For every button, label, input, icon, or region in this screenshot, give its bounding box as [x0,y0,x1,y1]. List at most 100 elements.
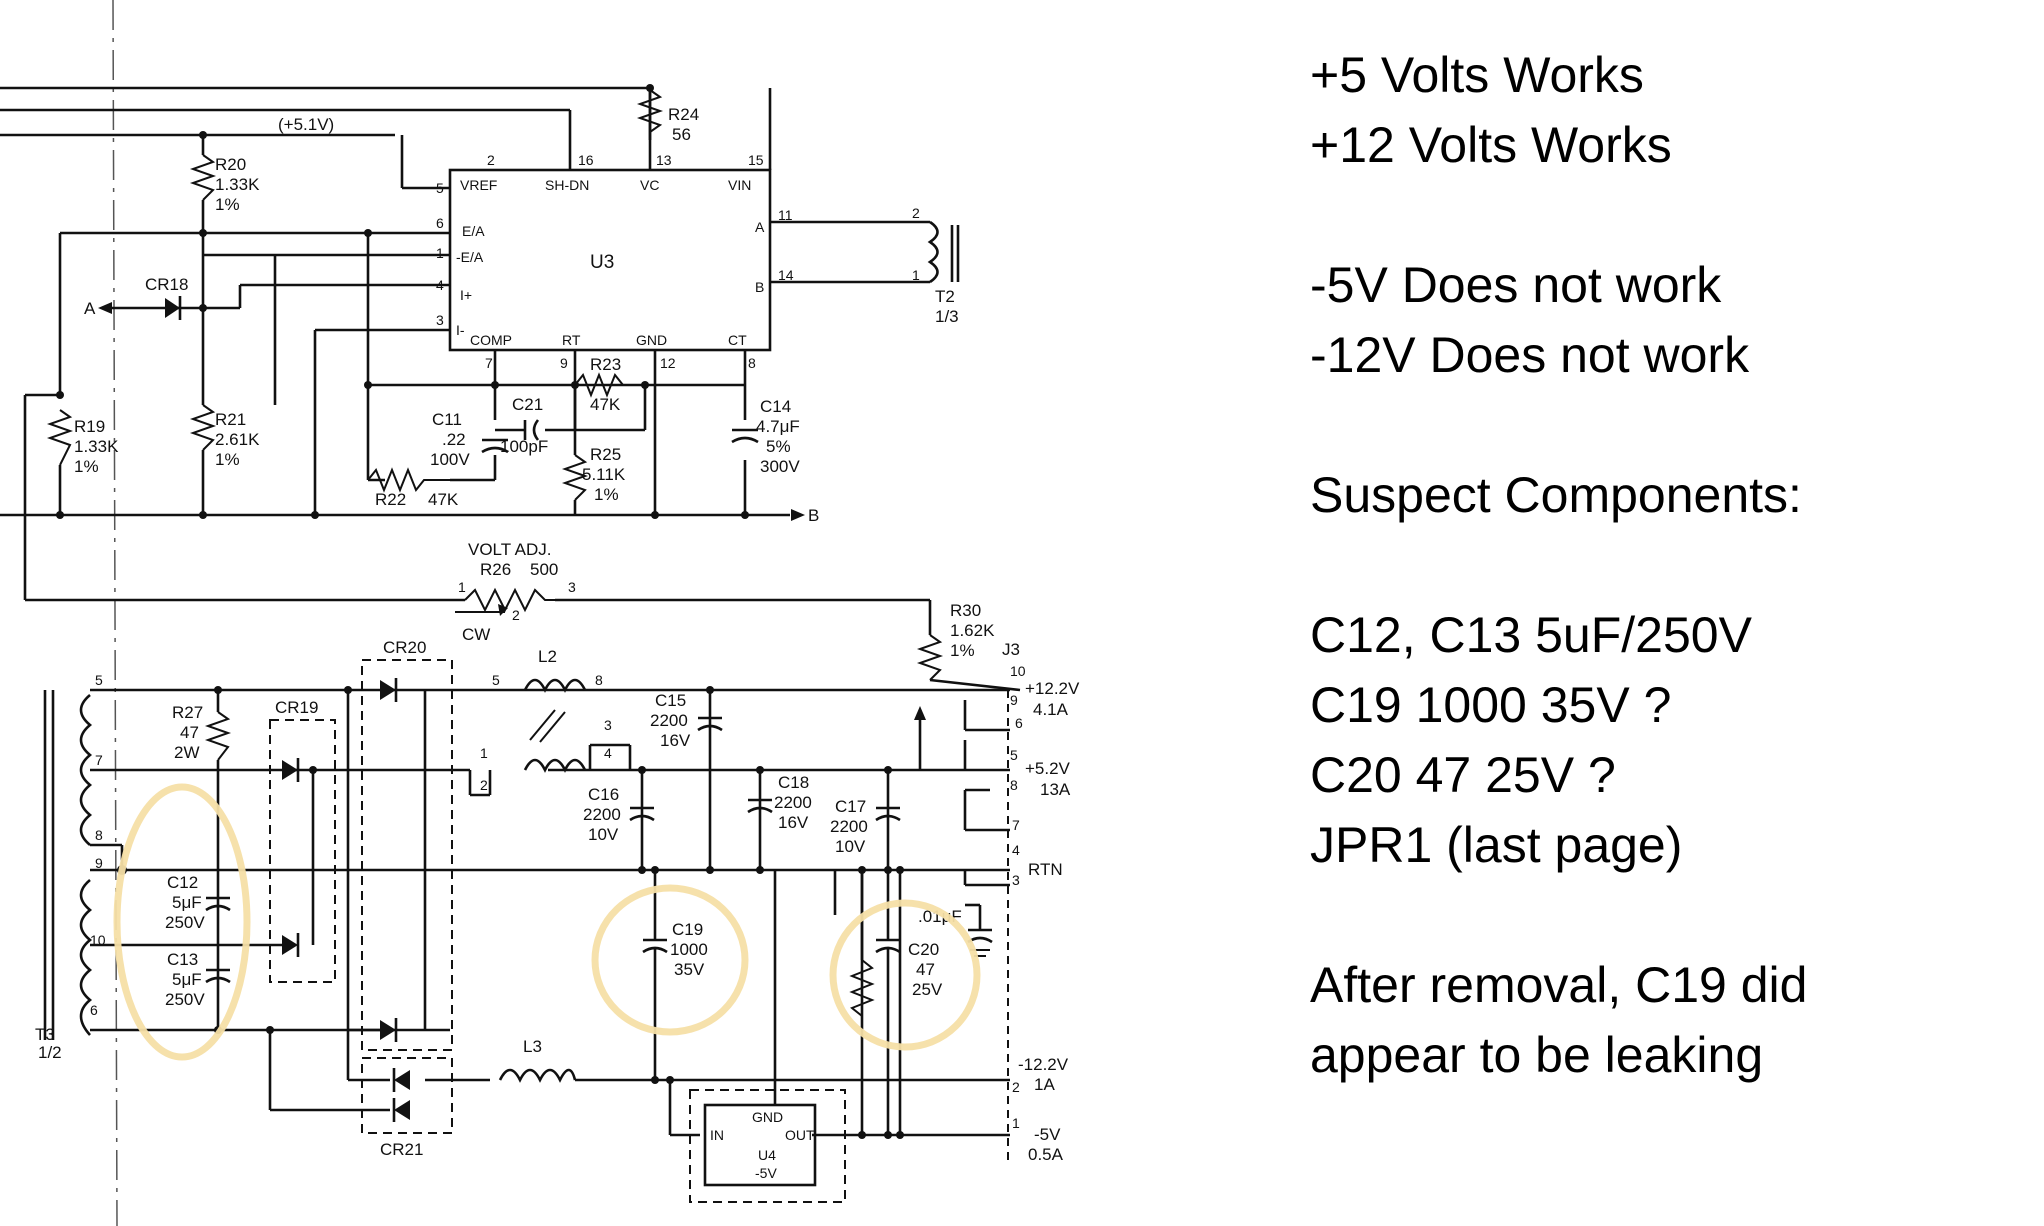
svg-text:R24: R24 [668,105,699,124]
l2-inductor: L2 5 8 1 2 3 4 [480,647,612,793]
svg-text:C19: C19 [672,920,703,939]
svg-text:C18: C18 [778,773,809,792]
r19-resistor: R19 1.33K 1% [46,409,119,476]
svg-text:9: 9 [560,355,568,371]
status-line-5v: +5 Volts Works [1310,47,1644,103]
svg-text:16V: 16V [778,813,809,832]
u3-chip: VREF SH-DN VC VIN E/A -E/A I+ I- COMP RT… [436,152,794,371]
svg-text:L3: L3 [523,1037,542,1056]
svg-text:100V: 100V [430,450,470,469]
svg-text:5.11K: 5.11K [582,465,626,484]
svg-text:0.5A: 0.5A [1028,1145,1064,1164]
svg-text:1: 1 [480,745,488,761]
svg-text:1%: 1% [215,450,240,469]
svg-text:6: 6 [90,1002,98,1018]
svg-text:2W: 2W [174,743,200,762]
svg-text:7: 7 [485,355,493,371]
cr20-diode-pack: CR20 [361,638,453,1051]
svg-text:J3: J3 [1002,640,1020,659]
c17-capacitor: C17 2200 10V [830,797,901,856]
svg-text:R23: R23 [590,355,621,374]
svg-text:1.62K: 1.62K [950,621,995,640]
svg-text:47: 47 [916,960,935,979]
svg-text:C13: C13 [167,950,198,969]
svg-text:SH-DN: SH-DN [545,177,589,193]
svg-text:11: 11 [778,207,793,223]
svg-text:CR21: CR21 [380,1140,423,1159]
svg-text:1: 1 [1012,1115,1020,1131]
highlight-c20 [829,899,981,1051]
highlight-c19 [591,884,749,1036]
u4-regulator: GND IN OUT U4 -5V [689,1089,846,1203]
svg-text:-5V: -5V [1034,1125,1061,1144]
svg-text:U3: U3 [590,252,614,273]
schematic-diagram: VREF SH-DN VC VIN E/A -E/A I+ I- COMP RT… [0,0,1080,1226]
svg-text:.22: .22 [442,430,466,449]
suspect-item: JPR1 (last page) [1310,817,1683,873]
c13-capacitor: C13 5μF 250V [165,950,231,1009]
svg-text:GND: GND [752,1109,783,1125]
c21-capacitor: C21 100pF [500,395,548,456]
svg-text:7: 7 [95,752,103,768]
svg-text:2: 2 [912,205,920,221]
r21-resistor: R21 2.61K 1% [189,404,260,469]
status-line-12v: +12 Volts Works [1310,117,1672,173]
svg-text:2: 2 [512,607,520,623]
svg-text:7: 7 [1012,817,1020,833]
svg-text:6: 6 [1015,715,1023,731]
svg-text:T3: T3 [35,1025,55,1044]
svg-text:CR18: CR18 [145,275,188,294]
svg-text:2: 2 [487,152,495,168]
r24-resistor: R24 56 [636,89,699,144]
svg-text:R25: R25 [590,445,621,464]
svg-text:10V: 10V [588,825,619,844]
svg-text:R19: R19 [74,417,105,436]
svg-text:RT: RT [562,332,581,348]
svg-text:R22: R22 [375,490,406,509]
j3-connector: 10 9 6 5 8 7 4 3 2 1 +12.2V 4.1A +5.2V 1… [1010,663,1080,1164]
svg-text:47K: 47K [590,395,621,414]
svg-text:100pF: 100pF [500,437,548,456]
svg-text:5%: 5% [766,437,791,456]
page-fold-line [112,0,118,1226]
svg-text:4.7μF: 4.7μF [756,417,800,436]
svg-text:VC: VC [640,177,659,193]
r20-resistor: R20 1.33K 1% [189,154,260,214]
svg-text:5: 5 [436,180,444,196]
svg-text:2200: 2200 [583,805,621,824]
svg-text:C12: C12 [167,873,198,892]
svg-text:2200: 2200 [650,711,688,730]
svg-text:9: 9 [95,855,103,871]
finding-line: After removal, C19 did [1310,957,1808,1013]
c12-capacitor: C12 5μF 250V [165,873,231,932]
svg-text:5: 5 [492,672,500,688]
cr18-diode: CR18 A [84,275,203,320]
t3-transformer: 5 7 8 9 10 6 T3 1/2 [35,672,106,1062]
c18-capacitor: C18 2200 16V [747,773,812,832]
svg-text:2.61K: 2.61K [215,430,260,449]
svg-text:C15: C15 [655,691,686,710]
svg-text:13A: 13A [1040,780,1071,799]
svg-text:1.33K: 1.33K [215,175,260,194]
failure-line-neg12v: -12V Does not work [1310,327,1750,383]
r25-resistor: R25 5.11K 1% [561,445,626,504]
svg-text:R26: R26 [480,560,511,579]
suspect-heading: Suspect Components: [1310,467,1802,523]
net-b-label: B [808,506,819,525]
svg-text:47: 47 [180,723,199,742]
svg-text:1A: 1A [1034,1075,1055,1094]
svg-text:4.1A: 4.1A [1033,700,1069,719]
c20-capacitor: C20 47 25V [875,870,943,1135]
suspect-item: C12, C13 5uF/250V [1310,607,1752,663]
svg-text:4: 4 [604,745,612,761]
l3-inductor: L3 [498,1037,577,1083]
svg-text:13: 13 [656,152,672,168]
svg-text:CW: CW [462,625,490,644]
svg-text:E/A: E/A [462,223,485,239]
svg-text:5: 5 [1010,747,1018,763]
suspect-item: C19 1000 35V ? [1310,677,1672,733]
svg-text:-5V: -5V [755,1165,777,1181]
cr21-diode-pack: CR21 [361,1057,453,1159]
svg-text:1%: 1% [594,485,619,504]
svg-text:+5.2V: +5.2V [1025,759,1071,778]
